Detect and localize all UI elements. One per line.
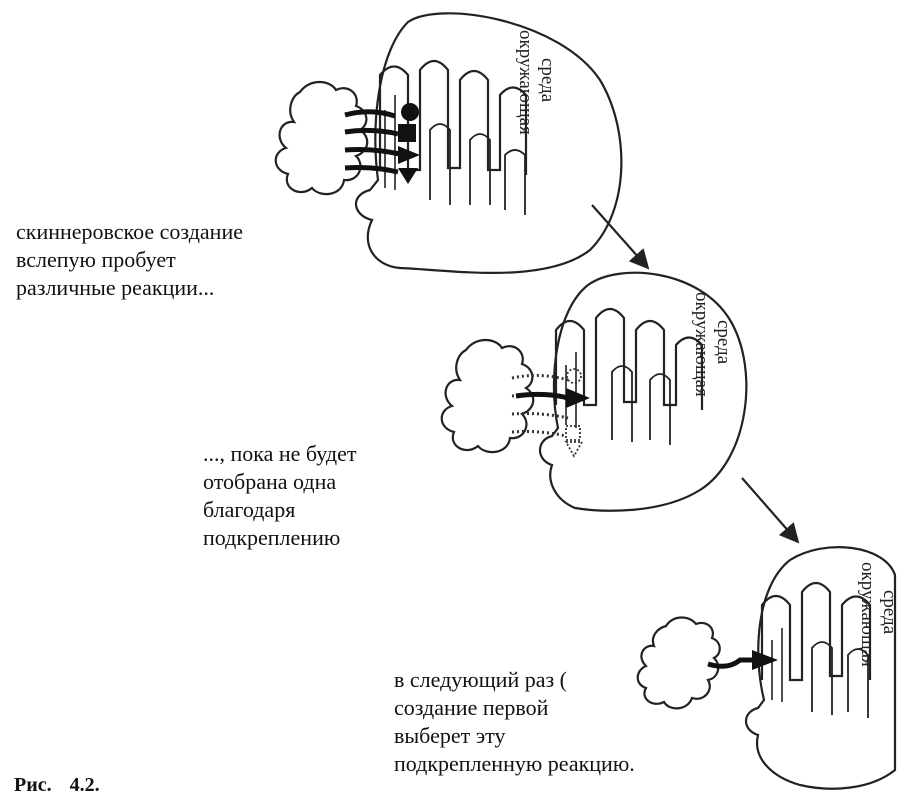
creature-2 bbox=[442, 340, 590, 456]
response-tip bbox=[398, 168, 418, 184]
response-tip bbox=[566, 442, 582, 456]
caption-step-1: скиннеровское создание вслепую пробует р… bbox=[16, 218, 346, 302]
response-tip bbox=[566, 426, 580, 440]
response-tip bbox=[398, 124, 416, 142]
caption-step-3: в следующий раз ( создание первой выбере… bbox=[394, 666, 774, 778]
response-tentacle bbox=[345, 130, 398, 134]
environment-label-1: окружающая среда bbox=[515, 30, 558, 140]
environment-label-3: окружающая среда bbox=[857, 562, 898, 672]
response-tentacle bbox=[345, 112, 395, 116]
arrow-2 bbox=[742, 478, 798, 542]
figure-number: 4.2. bbox=[70, 774, 100, 796]
creature-1 bbox=[276, 82, 420, 194]
environment-label-2: окружающая среда bbox=[691, 292, 734, 402]
selected-response bbox=[516, 394, 568, 398]
figure-label: Рис. 4.2. bbox=[14, 774, 118, 797]
creature-body bbox=[276, 82, 368, 194]
caption-step-2: ..., пока не будет отобрана одна благода… bbox=[203, 440, 403, 552]
response-tip bbox=[401, 103, 419, 121]
response-tip bbox=[567, 369, 581, 383]
figure-prefix: Рис. bbox=[14, 774, 52, 796]
environment-fingers bbox=[762, 583, 870, 680]
environment-panel-1 bbox=[356, 13, 621, 273]
